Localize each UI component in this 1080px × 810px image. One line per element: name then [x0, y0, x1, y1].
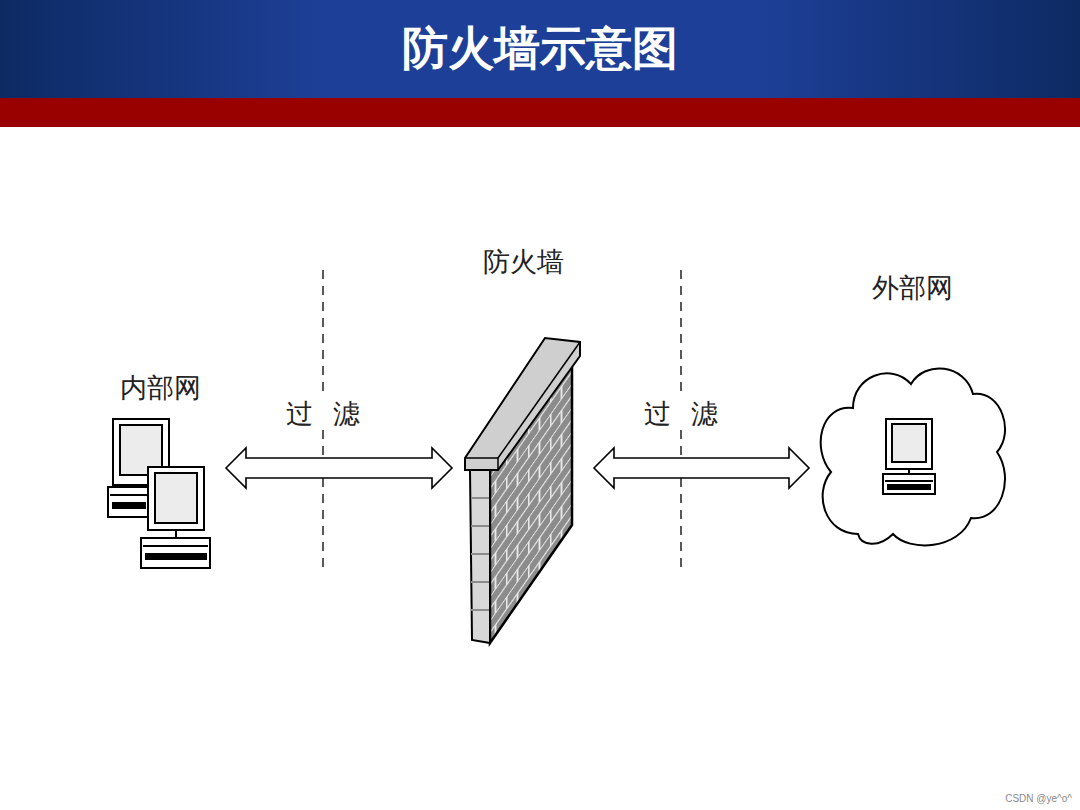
cloud-node: 外部网 [813, 272, 1012, 547]
node-label: 外部网 [813, 272, 1012, 304]
node-label: 防火墙 [456, 246, 590, 278]
computer-icon [108, 419, 210, 568]
watermark: CSDN @ye^o^ [1005, 793, 1072, 804]
double-arrow [594, 448, 809, 488]
cloud-outline [813, 272, 1008, 547]
slide-title: 防火墙示意图 [0, 0, 1080, 98]
accent-band [0, 98, 1080, 127]
firewall-node: 防火墙 [456, 246, 590, 648]
firewall-wall [465, 338, 580, 643]
network-group: 内部网 [98, 372, 222, 572]
double-arrow [226, 448, 452, 488]
filter-label: 过 滤 [283, 398, 364, 430]
filter-label: 过 滤 [641, 398, 722, 430]
node-label: 内部网 [98, 372, 222, 404]
